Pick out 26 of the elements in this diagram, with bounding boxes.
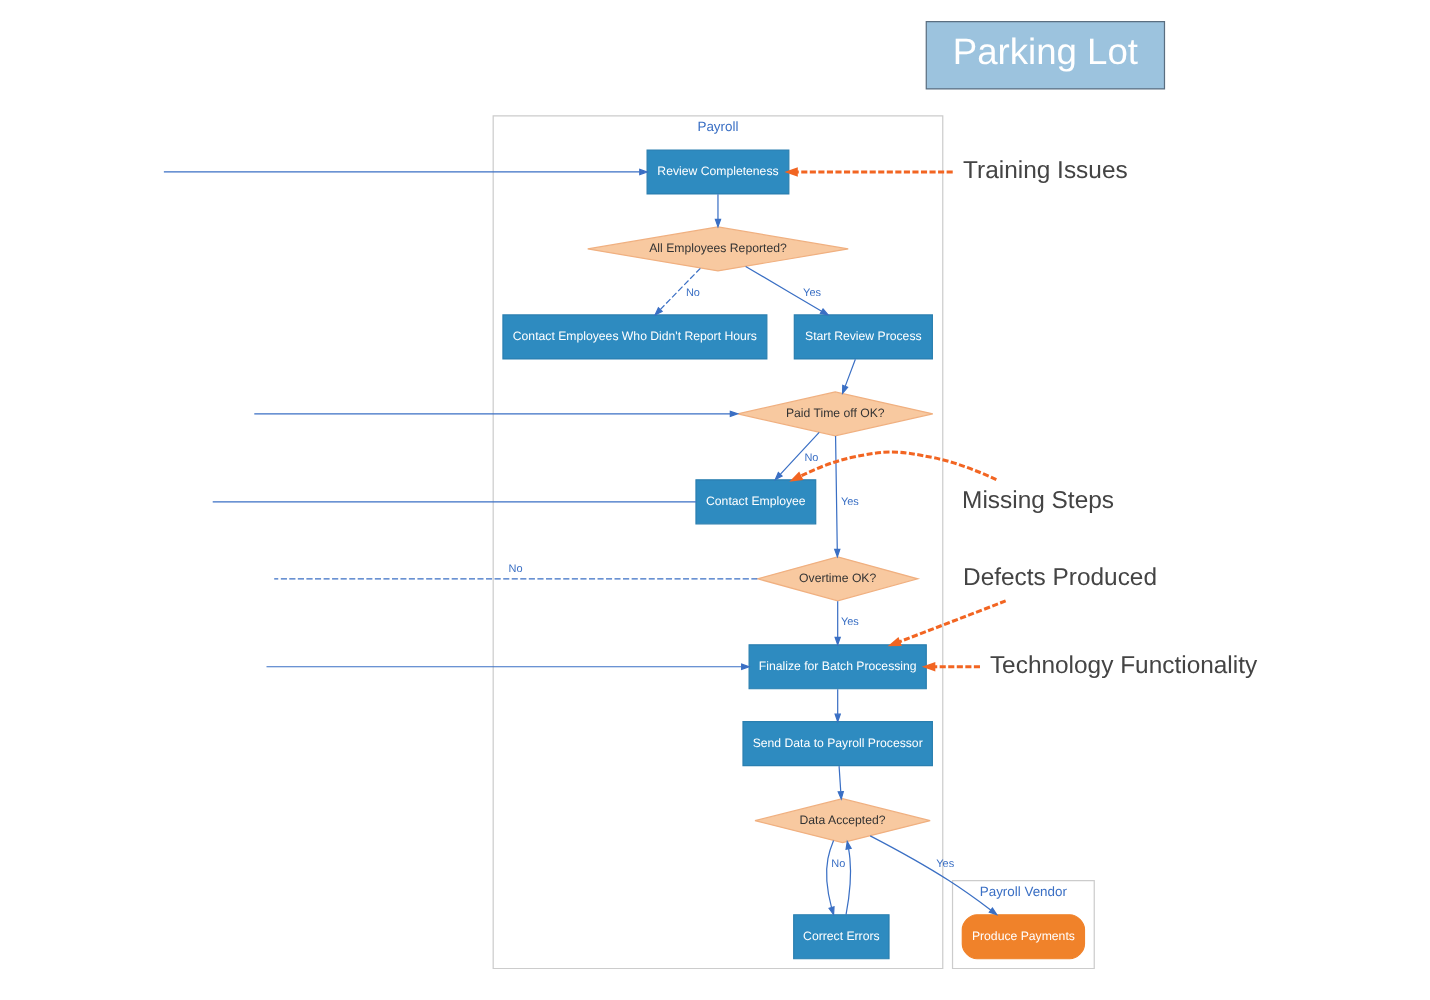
arrow — [887, 599, 1007, 647]
arrow — [789, 450, 997, 482]
arrow — [253, 410, 740, 418]
arrow — [163, 168, 649, 176]
arrow — [745, 265, 830, 316]
arrow — [921, 662, 980, 672]
arrow — [833, 435, 841, 559]
node-text: Missing Steps — [962, 485, 1115, 514]
arrow — [653, 267, 701, 317]
arrow — [714, 193, 722, 229]
arrow — [784, 167, 953, 177]
arrow — [869, 835, 999, 916]
arrow — [845, 839, 853, 916]
arrow — [774, 431, 820, 482]
arrow — [834, 600, 842, 647]
arrow — [826, 839, 835, 917]
node-box: Parking Lot — [925, 21, 1166, 90]
arrow — [837, 765, 845, 801]
connector — [212, 501, 697, 503]
node-text: Defects Produced — [963, 562, 1158, 591]
node-text: Technology Functionality — [989, 650, 1258, 679]
arrow — [265, 663, 751, 671]
arrow — [834, 688, 842, 724]
connector — [273, 578, 758, 580]
node-text: Training Issues — [963, 156, 1128, 185]
arrow — [841, 358, 856, 395]
